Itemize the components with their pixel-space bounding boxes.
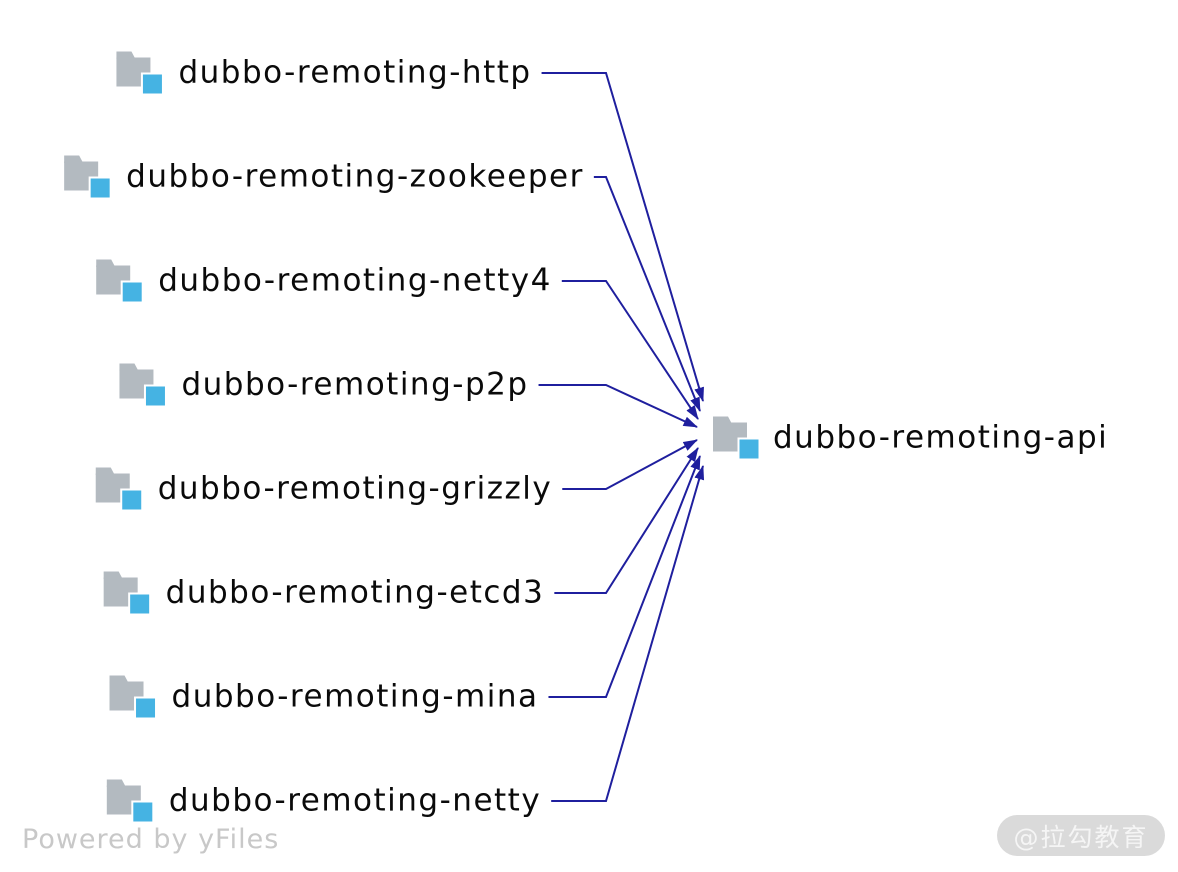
node-dubbo-remoting-api[interactable]: dubbo-remoting-api — [711, 415, 1108, 462]
node-label: dubbo-remoting-http — [178, 54, 532, 91]
folder-icon — [105, 778, 155, 825]
node-dubbo-remoting-etcd3[interactable]: dubbo-remoting-etcd3 — [102, 570, 545, 617]
folder-icon — [62, 154, 112, 201]
node-dubbo-remoting-zookeeper[interactable]: dubbo-remoting-zookeeper — [62, 154, 584, 201]
node-label: dubbo-remoting-api — [773, 419, 1109, 456]
node-dubbo-remoting-p2p[interactable]: dubbo-remoting-p2p — [117, 362, 528, 409]
node-dubbo-remoting-netty[interactable]: dubbo-remoting-netty — [105, 778, 541, 825]
folder-icon — [711, 415, 761, 462]
watermark-badge: @拉勾教育 — [997, 815, 1165, 856]
watermark-label: @拉勾教育 — [1013, 822, 1149, 852]
node-label: dubbo-remoting-netty — [168, 782, 542, 819]
node-label: dubbo-remoting-grizzly — [157, 470, 553, 507]
folder-icon — [102, 570, 152, 617]
node-dubbo-remoting-grizzly[interactable]: dubbo-remoting-grizzly — [94, 466, 553, 513]
folder-icon — [94, 258, 144, 305]
node-dubbo-remoting-http[interactable]: dubbo-remoting-http — [114, 50, 531, 97]
node-label: dubbo-remoting-netty4 — [158, 262, 552, 299]
node-label: dubbo-remoting-p2p — [181, 366, 529, 403]
powered-by-yfiles-label: Powered by yFiles — [22, 824, 280, 855]
folder-icon — [114, 50, 164, 97]
folder-icon — [94, 466, 144, 513]
folder-icon — [108, 674, 158, 721]
node-dubbo-remoting-netty4[interactable]: dubbo-remoting-netty4 — [94, 258, 552, 305]
node-dubbo-remoting-mina[interactable]: dubbo-remoting-mina — [108, 674, 539, 721]
folder-icon — [117, 362, 167, 409]
node-label: dubbo-remoting-mina — [171, 678, 539, 715]
node-label: dubbo-remoting-etcd3 — [165, 574, 545, 611]
node-label: dubbo-remoting-zookeeper — [126, 158, 584, 195]
